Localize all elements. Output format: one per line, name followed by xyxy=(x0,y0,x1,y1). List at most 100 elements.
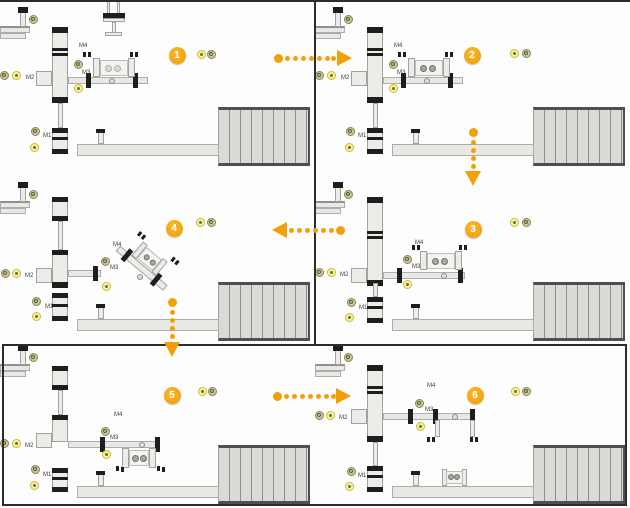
gripper-post-left xyxy=(93,58,100,77)
sensor-indicator-yellow-icon xyxy=(196,49,206,59)
m2-label: M2 xyxy=(339,415,348,421)
badge-mark xyxy=(200,389,204,393)
badge-mark xyxy=(346,17,350,21)
sensor-indicator-olive-icon xyxy=(30,464,40,474)
gripper-prong xyxy=(470,420,475,437)
arm-pivot xyxy=(137,274,143,280)
y-carriage xyxy=(351,268,367,283)
floor-rail xyxy=(77,144,219,156)
stopper-dot xyxy=(140,234,147,240)
m1-band xyxy=(367,306,383,309)
badge-mark xyxy=(329,270,333,274)
badge-mark xyxy=(14,441,18,445)
stopper-dot xyxy=(432,437,435,442)
sensor-indicator-olive-icon xyxy=(207,386,217,396)
badge-mark xyxy=(512,51,516,55)
floor-rail xyxy=(77,486,219,498)
m3-label: M3 xyxy=(397,70,406,76)
gripper-post-left xyxy=(408,58,415,77)
gripper-post-left xyxy=(420,251,427,270)
stopper-dot xyxy=(88,52,91,57)
stopper-block xyxy=(433,409,438,424)
sensor-indicator-olive-icon xyxy=(28,352,38,362)
badge-mark xyxy=(405,257,409,261)
corner-rail-lower xyxy=(315,208,341,214)
sensor-indicator-yellow-icon xyxy=(326,70,336,80)
column-cap xyxy=(367,97,383,103)
roller-conveyor xyxy=(218,445,310,504)
part-circle xyxy=(432,258,439,265)
column-band xyxy=(367,391,383,394)
column-band xyxy=(367,236,383,239)
m3-label: M3 xyxy=(82,70,91,76)
badge-mark xyxy=(317,270,321,274)
column-cap xyxy=(52,250,68,255)
column-cap xyxy=(52,366,68,371)
badge-mark xyxy=(199,52,203,56)
column-rod xyxy=(58,221,63,250)
badge-mark xyxy=(32,483,36,487)
badge-mark xyxy=(513,389,517,393)
m1-cap-bottom xyxy=(52,149,68,154)
badge-mark xyxy=(391,62,395,66)
badge-mark xyxy=(14,73,18,77)
m4-label: M4 xyxy=(114,412,123,418)
roller-conveyor xyxy=(533,107,625,166)
sensor-indicator-olive-icon xyxy=(388,59,398,69)
m4-label: M4 xyxy=(394,43,403,49)
corner-post-cap xyxy=(333,7,343,13)
sensor-indicator-yellow-icon xyxy=(344,481,354,491)
floor-rail xyxy=(392,319,534,331)
sensor-indicator-olive-icon xyxy=(402,254,412,264)
y-carriage xyxy=(351,409,367,424)
badge-mark xyxy=(76,62,80,66)
column-rod xyxy=(58,103,63,128)
part-circle xyxy=(448,474,454,480)
m2-label: M2 xyxy=(341,75,350,81)
sensor-indicator-yellow-icon xyxy=(11,70,21,80)
corner-post-cap xyxy=(333,345,343,351)
badge-mark xyxy=(209,52,213,56)
sensor-indicator-olive-icon xyxy=(346,466,356,476)
m1-cap-bottom xyxy=(52,316,68,321)
sensor-indicator-olive-icon xyxy=(100,256,110,266)
m1-label: M1 xyxy=(45,304,54,310)
m1-band xyxy=(52,304,68,307)
bottom-row-border-box xyxy=(2,344,627,506)
sensor-indicator-olive-icon xyxy=(414,398,424,408)
stopper-dot xyxy=(83,52,86,57)
m1-label: M1 xyxy=(43,133,52,139)
badge-mark xyxy=(104,284,108,288)
sensor-indicator-yellow-icon xyxy=(509,217,519,227)
column-cap xyxy=(52,97,68,103)
floor-rail xyxy=(77,319,219,331)
column-cap xyxy=(367,27,383,33)
m1-cap-top xyxy=(52,128,68,133)
m1-label: M1 xyxy=(358,133,367,139)
badge-mark xyxy=(391,86,395,90)
m2-label: M2 xyxy=(25,273,34,279)
part-circle xyxy=(420,65,427,72)
arm-pivot xyxy=(441,273,447,279)
column-band xyxy=(367,386,383,389)
badge-mark xyxy=(33,467,37,471)
corner-rail xyxy=(0,201,30,208)
sensor-indicator-olive-icon xyxy=(206,217,216,227)
stopper-block xyxy=(133,73,138,88)
badge-mark xyxy=(31,192,35,196)
badge-mark xyxy=(210,389,214,393)
sensor-indicator-yellow-icon xyxy=(388,83,398,93)
corner-rail-lower xyxy=(0,371,26,377)
corner-rail xyxy=(315,26,345,33)
corner-post-cap xyxy=(18,182,28,188)
sensor-indicator-olive-icon xyxy=(521,217,531,227)
sensor-indicator-olive-icon xyxy=(28,14,38,24)
stopper-block xyxy=(408,409,413,424)
sensor-indicator-yellow-icon xyxy=(402,279,412,289)
roller-conveyor xyxy=(218,282,310,341)
sensor-indicator-yellow-icon xyxy=(195,217,205,227)
gripper-post-right xyxy=(128,58,135,77)
z-axis-column xyxy=(367,27,383,103)
m1-cap-top xyxy=(367,128,383,133)
stopper-block xyxy=(100,437,105,452)
